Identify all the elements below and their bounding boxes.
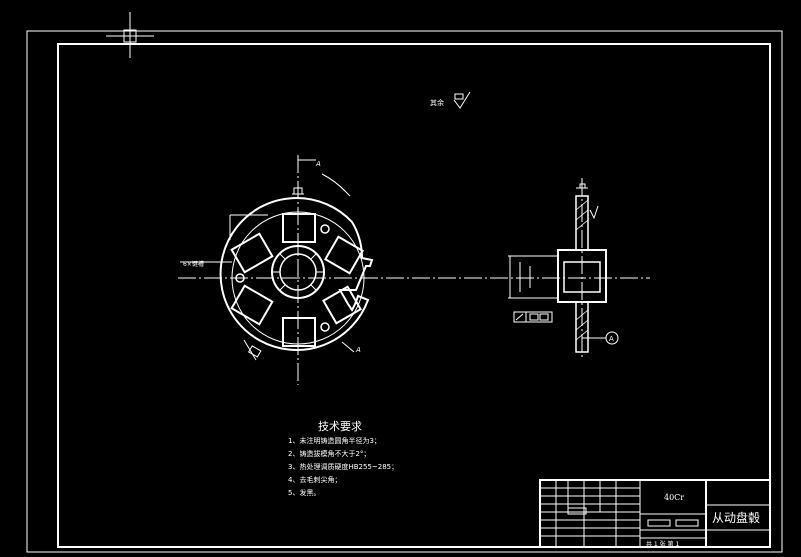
window-slot-upper-left [230, 232, 274, 274]
dimension-lines [180, 159, 355, 361]
tolerance-frame [513, 311, 553, 323]
rivet-hole [235, 273, 245, 283]
section-dimensions [508, 183, 606, 339]
flange-upper [575, 195, 589, 251]
window-slot-lower-left [230, 284, 274, 326]
crosshair-cursor-icon[interactable] [106, 12, 154, 58]
rivet-hole [320, 322, 330, 332]
sheet-info: 共 1 张 第 1 [646, 540, 679, 548]
front-view [178, 155, 650, 385]
section-marker-top: A [315, 160, 321, 168]
roughness-symbol-icon [453, 91, 471, 109]
technical-requirements: 技术要求 1、未注明铸造圆角半径为3； 2、铸造拔模角不大于2°； 3、热处理调… [288, 420, 398, 497]
hub-bore-section [563, 261, 601, 293]
title-block-frame [539, 479, 771, 548]
tech-req-item: 2、铸造拔模角不大于2°； [288, 449, 370, 458]
datum-label: A [609, 335, 614, 343]
keyway-note: 6×键槽 [183, 260, 204, 268]
tech-req-item: 3、热处理调质硬度HB255~285； [288, 462, 398, 471]
section-view [508, 178, 619, 358]
window-slot-bottom [282, 317, 316, 347]
surface-finish-note: 其余 [430, 91, 471, 109]
material-text: 40Cr [664, 493, 684, 502]
hub-outer-ring [231, 211, 365, 345]
tech-req-heading: 技术要求 [318, 420, 362, 433]
window-slot-lower-right [322, 285, 362, 325]
datum-circle [605, 331, 619, 345]
flange-lower [575, 301, 589, 353]
tech-req-item: 4、去毛刺尖角； [288, 475, 341, 484]
tech-req-item: 1、未注明铸造圆角半径为3； [288, 436, 381, 445]
tech-req-item: 5、发黑。 [288, 488, 320, 497]
outer-frame [26, 30, 783, 553]
inner-frame [57, 43, 771, 548]
drawing-title: 从动盘毂 [712, 510, 760, 525]
section-marker-bottom: A [355, 346, 361, 354]
window-slot-top [282, 213, 316, 243]
spline-teeth [272, 246, 324, 298]
title-block [539, 479, 771, 548]
rivet-hole [320, 224, 330, 234]
hub-outline [219, 197, 374, 352]
surface-note-text: 其余 [430, 98, 444, 107]
hatching [575, 199, 589, 341]
window-slot-upper-right [324, 235, 364, 275]
